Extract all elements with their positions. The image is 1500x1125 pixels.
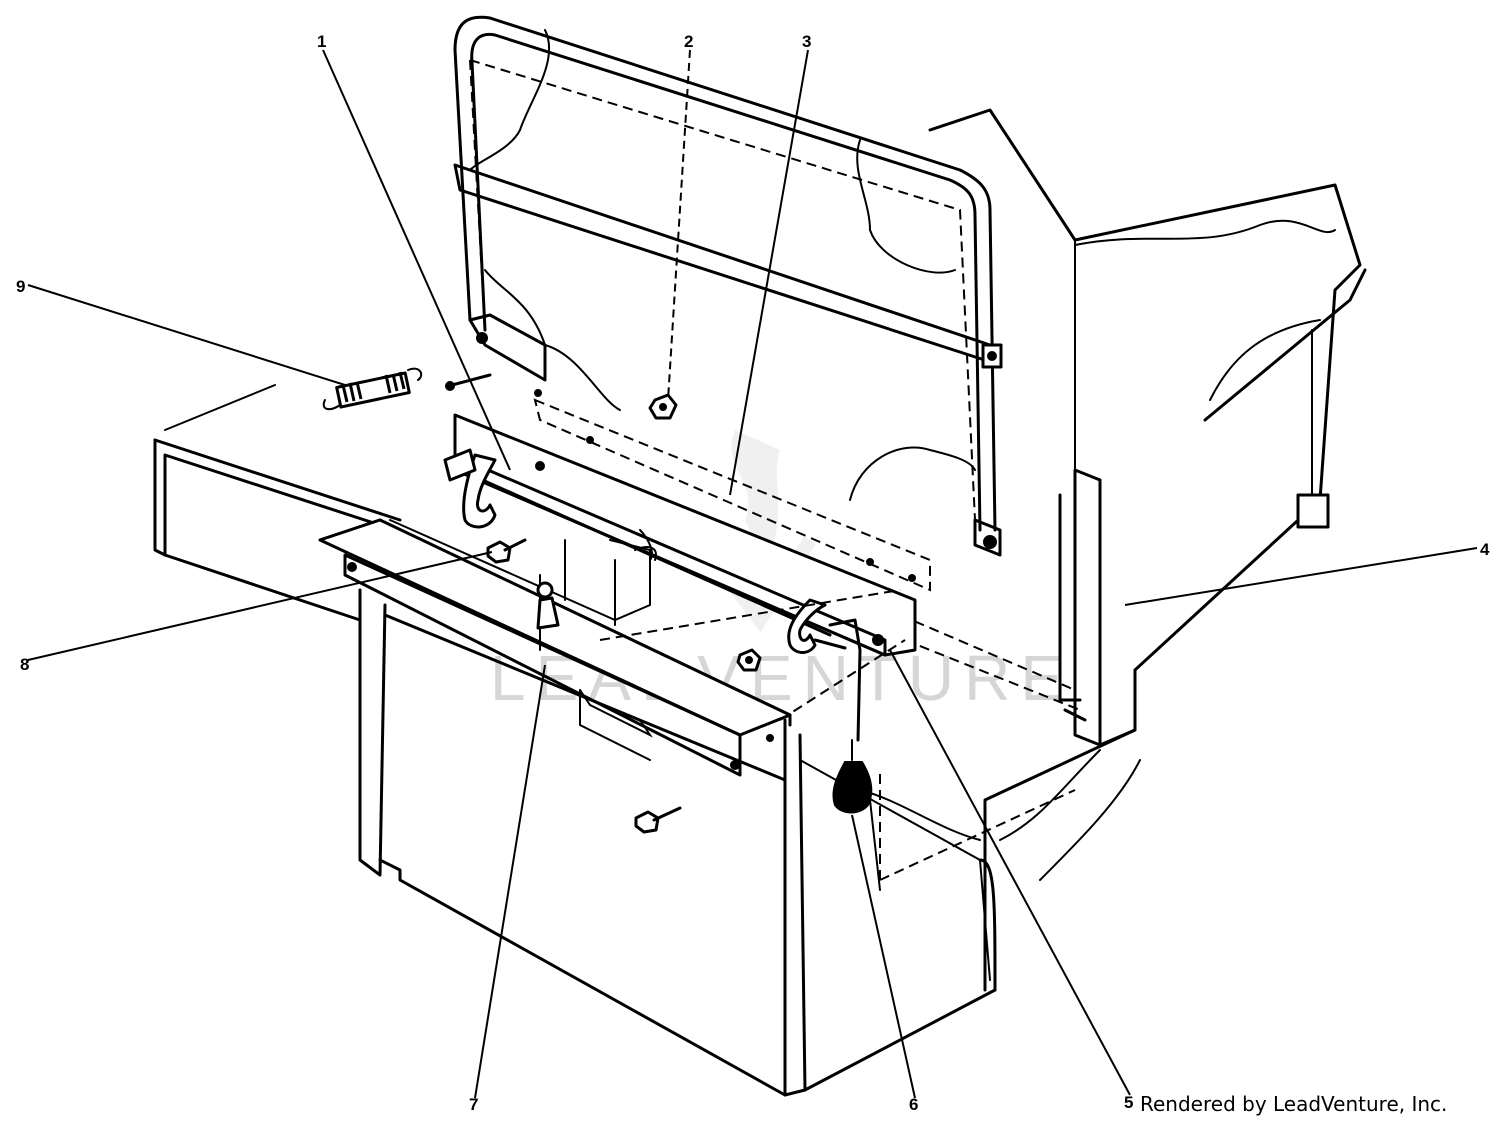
tailgate-frame <box>453 15 1003 557</box>
callout-1: 1 <box>317 32 326 51</box>
lower-tailgate <box>153 384 997 1097</box>
callout-3: 3 <box>802 32 811 51</box>
callout-4: 4 <box>1480 540 1490 559</box>
callout-8: 8 <box>20 655 29 674</box>
callout-9: 9 <box>16 277 25 296</box>
cargo-box-body <box>879 108 1367 992</box>
callout-6: 6 <box>909 1095 918 1114</box>
render-credit: Rendered by LeadVenture, Inc. <box>1140 1092 1448 1116</box>
callout-5: 5 <box>1124 1093 1133 1112</box>
spring <box>322 367 423 411</box>
callout-7: 7 <box>469 1095 478 1114</box>
tailgate-plate <box>533 389 931 592</box>
callout-2: 2 <box>684 32 693 51</box>
nut-rail <box>736 648 762 672</box>
knob <box>832 739 873 814</box>
latch-bar <box>443 413 917 742</box>
bolt-upper <box>486 538 527 564</box>
leader-lines <box>27 49 1478 1099</box>
callouts: 1 2 3 4 5 6 7 8 9 <box>16 32 1490 1114</box>
bolt-lower <box>634 806 682 834</box>
nut <box>648 393 678 420</box>
